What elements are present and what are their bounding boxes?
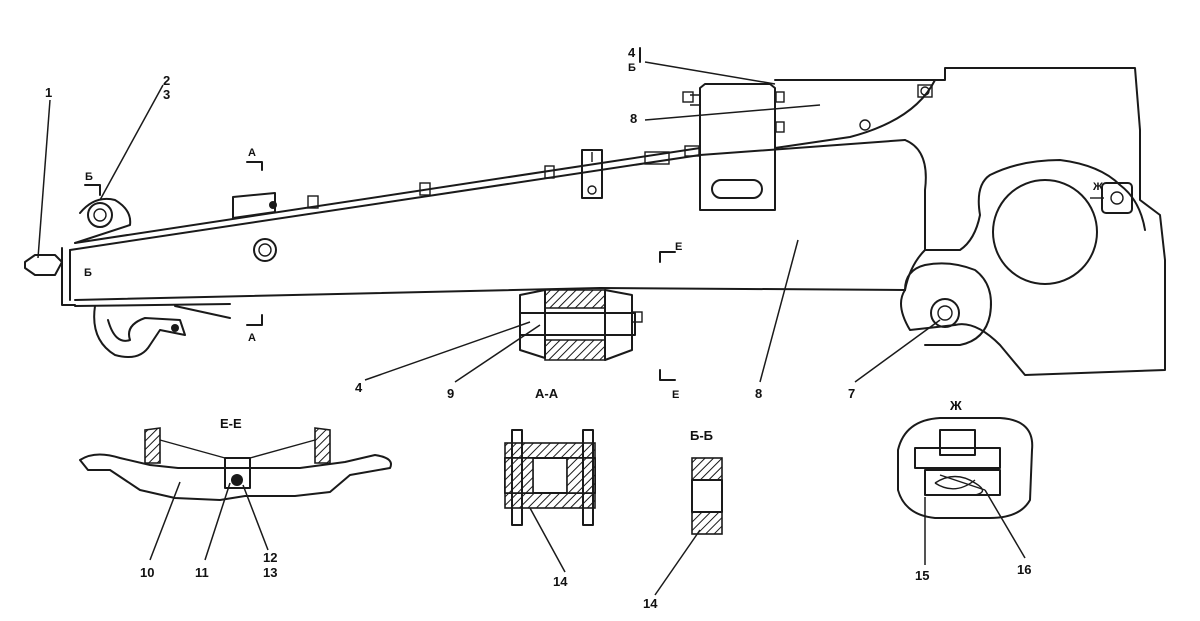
title-section-bb: Б-Б: [690, 428, 713, 443]
view-zh: [897, 417, 1034, 519]
section-markers: [84, 47, 676, 381]
beam-fittings: [232, 145, 700, 262]
mark-a-bottom: А: [248, 332, 256, 344]
callout-7: 7: [848, 386, 855, 401]
front-coupling: [24, 197, 231, 358]
mark-b-front: Б: [84, 267, 92, 279]
callout-4-top: 4: [628, 45, 636, 60]
callout-2: 2: [163, 73, 170, 88]
mark-b-upper: Б: [628, 62, 636, 74]
mark-e-bottom: Е: [672, 389, 679, 401]
mid-bracket: [682, 83, 785, 211]
section-bb-view: [691, 457, 723, 535]
section-ee-view: [79, 427, 392, 501]
center-bushing: [519, 289, 643, 361]
frame-body: [61, 67, 1166, 376]
leader-lines: [37, 61, 1026, 596]
mark-b-top: Б: [85, 171, 93, 183]
callout-16: 16: [1017, 562, 1031, 577]
callout-10: 10: [140, 565, 154, 580]
callout-9: 9: [447, 386, 454, 401]
callout-8: 8: [755, 386, 762, 401]
mark-zh: Ж: [1092, 181, 1103, 193]
callout-4: 4: [355, 380, 363, 395]
callout-13: 13: [263, 565, 277, 580]
title-view-zh: Ж: [949, 398, 962, 413]
section-titles: Е-Е А-А Б-Б Ж: [220, 386, 962, 443]
callout-8-top: 8: [630, 111, 637, 126]
callout-12: 12: [263, 550, 277, 565]
title-section-aa: А-А: [535, 386, 559, 401]
callout-labels: 1 2 3 4 8 4 9 8 7 10 11 12 13 14 14 15 1…: [45, 45, 1031, 611]
callout-3: 3: [163, 87, 170, 102]
callout-15: 15: [915, 568, 929, 583]
callout-1: 1: [45, 85, 52, 100]
section-mark-letters: А А Б Б Б Е Е Ж: [84, 62, 1103, 401]
section-aa-view: [504, 429, 596, 526]
mark-a-top: А: [248, 147, 256, 159]
callout-14-b: 14: [643, 596, 658, 611]
callout-14-a: 14: [553, 574, 568, 589]
mark-e-top: Е: [675, 241, 682, 253]
callout-11: 11: [195, 565, 209, 580]
title-section-ee: Е-Е: [220, 416, 242, 431]
